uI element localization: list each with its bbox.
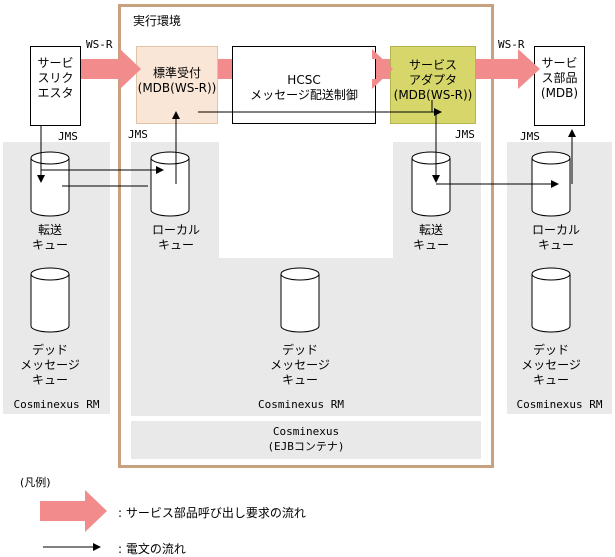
center-rm-label: Cosminexus RM bbox=[257, 398, 345, 411]
receiver-jms-label: JMS bbox=[128, 128, 148, 141]
center-dead-queue-label: デッド メッセージ キュー bbox=[270, 343, 330, 387]
left-dead-queue-label: デッド メッセージ キュー bbox=[20, 343, 80, 387]
service-part-protocol-label: WS-R bbox=[498, 38, 525, 51]
right-dead-queue-cylinder bbox=[531, 267, 571, 333]
service-requester-label: サービ スリク エスタ bbox=[37, 56, 74, 100]
service-part-label: サービ ス部品 (MDB) bbox=[540, 56, 579, 100]
adapter-jms-label: JMS bbox=[455, 128, 475, 141]
service-requester-box bbox=[30, 46, 81, 126]
right-local-queue-label: ローカル キュー bbox=[531, 223, 580, 252]
hcsc-box bbox=[232, 46, 376, 124]
center-local-queue-label: ローカル キュー bbox=[151, 223, 200, 252]
ejb-container-label: Cosminexus (EJBコンテナ) bbox=[267, 425, 345, 453]
service-adapter-box bbox=[390, 46, 476, 124]
request-flow-arrows bbox=[81, 49, 540, 89]
center-transfer-queue-cylinder bbox=[411, 151, 451, 217]
service-adapter-label: サービス アダプタ (MDB(WS-R)) bbox=[393, 58, 473, 102]
requester-jms-label: JMS bbox=[58, 130, 78, 143]
standard-receiver-label: 標準受付 (MDB(WS-R)) bbox=[137, 66, 217, 95]
center-local-queue-cylinder bbox=[150, 151, 190, 217]
legend-request-flow-arrow bbox=[40, 490, 107, 532]
right-rm-label: Cosminexus RM bbox=[516, 398, 603, 411]
left-transfer-queue-cylinder bbox=[30, 151, 70, 217]
requester-protocol-label: WS-R bbox=[86, 38, 113, 51]
service-part-jms-label: JMS bbox=[520, 130, 540, 143]
hcsc-label: HCSC メッセージ配送制御 bbox=[250, 73, 358, 102]
request-arrow-1 bbox=[81, 49, 141, 89]
left-transfer-queue-label: 転送 キュー bbox=[31, 223, 68, 252]
center-transfer-queue-label: 転送 キュー bbox=[412, 223, 449, 252]
left-rm-label: Cosminexus RM bbox=[13, 398, 100, 411]
legend-message-flow-text: : 電文の流れ bbox=[118, 542, 186, 556]
ejb-container-panel bbox=[131, 421, 481, 459]
legend-request-flow-text: : サービス部品呼び出し要求の流れ bbox=[118, 506, 306, 520]
hcsc-flow-band-right bbox=[376, 59, 390, 79]
left-dead-queue-cylinder bbox=[30, 267, 70, 333]
center-dead-queue-cylinder bbox=[280, 267, 320, 333]
legend-title: (凡例) bbox=[20, 476, 51, 489]
msg-receiver-to-adapter bbox=[198, 100, 433, 113]
service-part-box bbox=[534, 46, 585, 126]
exec-env-title: 実行環境 bbox=[133, 14, 182, 28]
hcsc-flow-band bbox=[218, 59, 232, 79]
right-dead-queue-label: デッド メッセージ キュー bbox=[521, 343, 581, 387]
request-arrow-3 bbox=[476, 49, 540, 89]
